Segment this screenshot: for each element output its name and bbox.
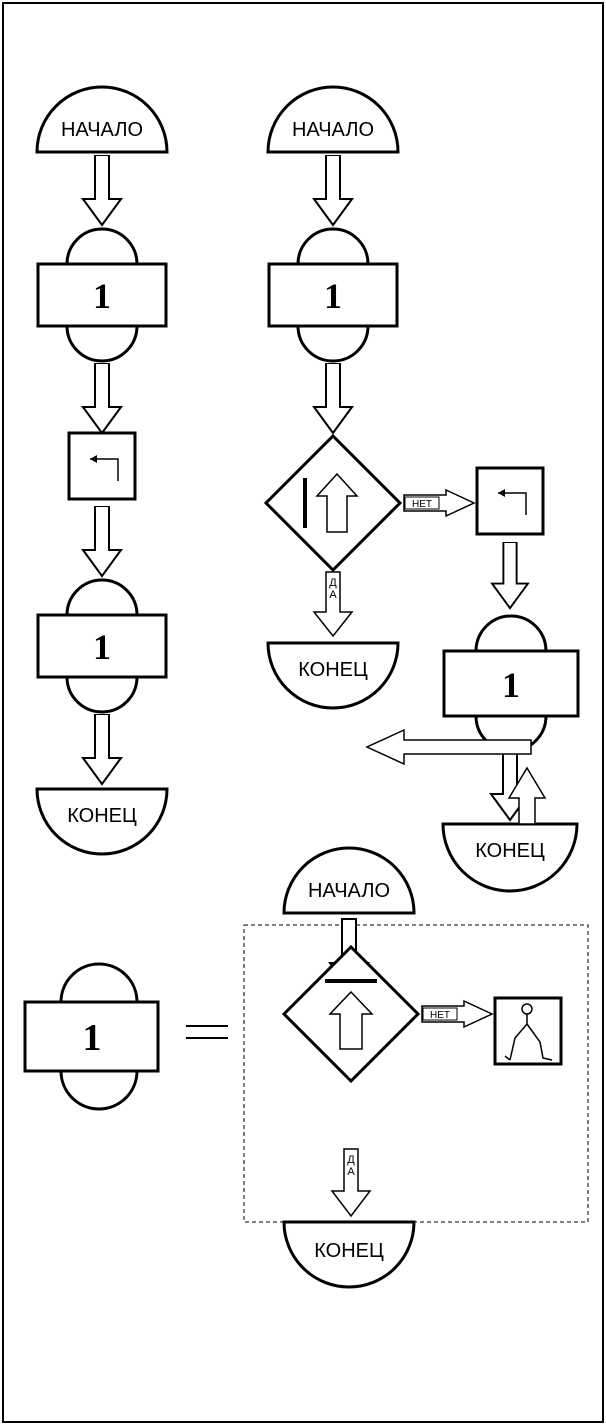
no-branch-arrow: НЕТ (421, 999, 494, 1029)
block-number: 1 (83, 1017, 102, 1059)
end-terminal: КОНЕЦ (441, 822, 579, 893)
yes-label: Д (329, 577, 337, 589)
end-label: КОНЕЦ (67, 805, 137, 827)
end-terminal: КОНЕЦ (282, 1220, 416, 1289)
block-number: 1 (93, 627, 111, 667)
robot-figure-icon (504, 1003, 553, 1061)
block-number: 1 (93, 276, 111, 316)
start-label: НАЧАЛО (308, 880, 390, 902)
end-label: КОНЕЦ (314, 1240, 384, 1262)
turn-left-command (67, 431, 137, 501)
equals-sign (186, 1025, 228, 1039)
turn-left-command (475, 466, 545, 536)
middle-flow: НАЧАЛО 1 НЕТ Д А КОНЕЦ (263, 85, 476, 710)
svg-text:А: А (329, 589, 337, 601)
loop-frame (243, 924, 589, 1223)
down-arrow (82, 506, 122, 577)
down-arrow (82, 155, 122, 226)
turn-left-arrow-icon (90, 458, 119, 481)
step-forward-command (493, 996, 563, 1066)
start-terminal: НАЧАЛО (266, 85, 400, 154)
no-branch-arrow: НЕТ (403, 488, 476, 518)
down-arrow (313, 363, 353, 434)
definition-lhs-block: 1 (23, 962, 160, 1111)
loop-return-arrow (365, 728, 532, 766)
no-label: НЕТ (412, 499, 432, 510)
start-terminal: НАЧАЛО (282, 846, 416, 915)
right-flow: 1 КОНЕЦ (441, 466, 580, 893)
end-terminal: КОНЕЦ (266, 641, 400, 710)
down-arrow (313, 155, 353, 226)
end-label: КОНЕЦ (475, 840, 545, 862)
down-arrow (491, 542, 529, 610)
decision-wall-above (281, 944, 421, 1084)
block-number: 1 (324, 276, 342, 316)
subroutine-block: 1 (36, 227, 168, 363)
block-number: 1 (502, 665, 520, 705)
left-flow: НАЧАЛО 1 1 КОНЕЦ (35, 85, 169, 856)
up-arrow (507, 766, 547, 825)
decision-wall-ahead (263, 433, 403, 573)
yes-label: Д (347, 1154, 355, 1166)
yes-branch-arrow: Д А (312, 571, 354, 638)
subroutine-block: 1 (36, 578, 168, 714)
turn-left-arrow-icon (498, 492, 527, 515)
up-arrow-icon (315, 472, 359, 533)
down-arrow (82, 714, 122, 785)
yes-branch-arrow: Д А (330, 1148, 372, 1218)
end-label: КОНЕЦ (298, 659, 368, 681)
start-terminal: НАЧАЛО (35, 85, 169, 154)
start-label: НАЧАЛО (61, 119, 143, 141)
up-arrow-icon (328, 990, 374, 1050)
end-terminal: КОНЕЦ (35, 787, 169, 856)
subroutine-block: 1 (442, 614, 580, 753)
svg-text:А: А (347, 1166, 355, 1178)
down-arrow (82, 363, 122, 434)
subroutine-block: 1 (267, 227, 399, 363)
no-label: НЕТ (430, 1010, 450, 1021)
start-label: НАЧАЛО (292, 119, 374, 141)
